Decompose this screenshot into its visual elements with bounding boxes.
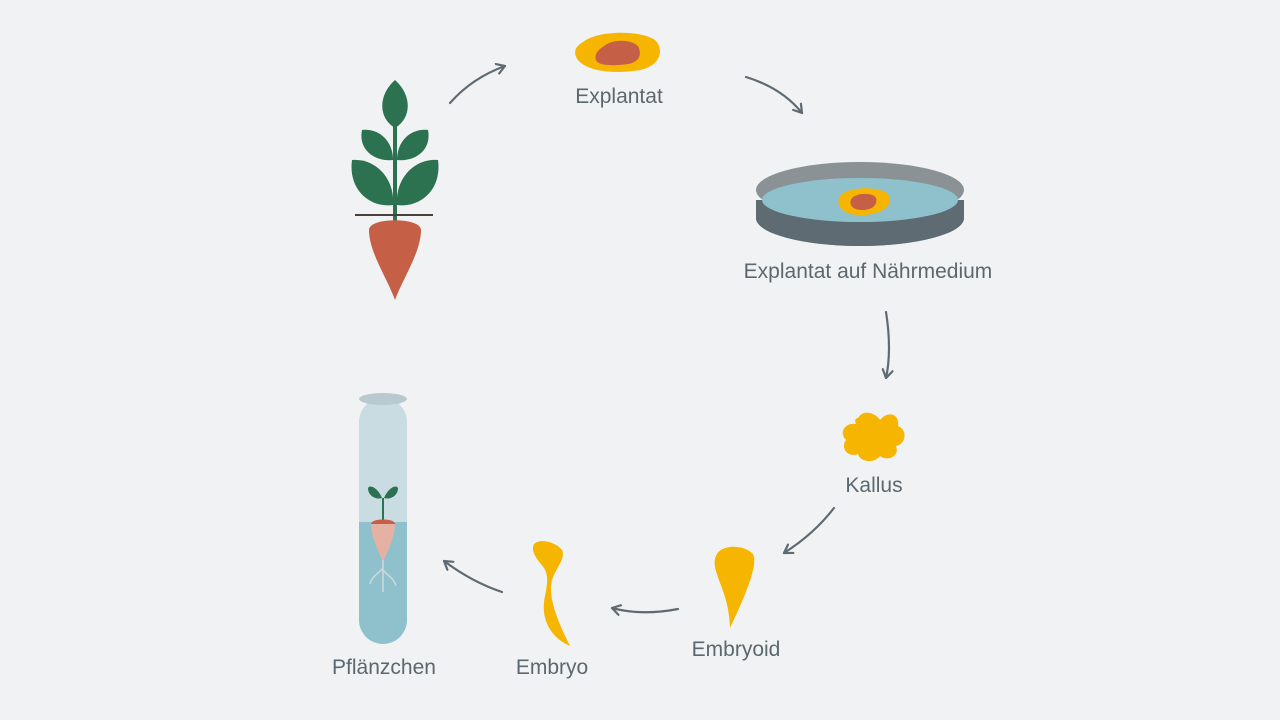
arrow-embryoid-to-embryo bbox=[610, 608, 680, 612]
beet-plant-icon bbox=[351, 80, 439, 300]
test-tube-plantlet-icon bbox=[359, 393, 407, 644]
embryoid-icon bbox=[714, 546, 755, 628]
stage-label-pflanzchen: Pflänzchen bbox=[332, 656, 436, 679]
stage-label-kallus: Kallus bbox=[845, 474, 902, 497]
stage-label-embryo: Embryo bbox=[516, 656, 588, 679]
explant-tissue-icon bbox=[575, 32, 660, 72]
arrow-embryo-to-plantlet bbox=[442, 559, 504, 594]
stage-label-embryoid: Embryoid bbox=[692, 638, 781, 661]
arrow-plant-to-explantat bbox=[448, 66, 507, 105]
arrow-kallus-to-embryoid bbox=[782, 506, 836, 555]
petri-dish-icon bbox=[756, 162, 964, 246]
arrow-medium-to-kallus bbox=[886, 310, 889, 380]
stage-label-explantat: Explantat bbox=[575, 85, 663, 108]
stage-label-explantat-medium: Explantat auf Nährmedium bbox=[744, 260, 993, 283]
embryo-icon bbox=[532, 541, 570, 646]
arrow-explantat-to-medium bbox=[744, 75, 804, 115]
callus-icon bbox=[842, 412, 905, 462]
